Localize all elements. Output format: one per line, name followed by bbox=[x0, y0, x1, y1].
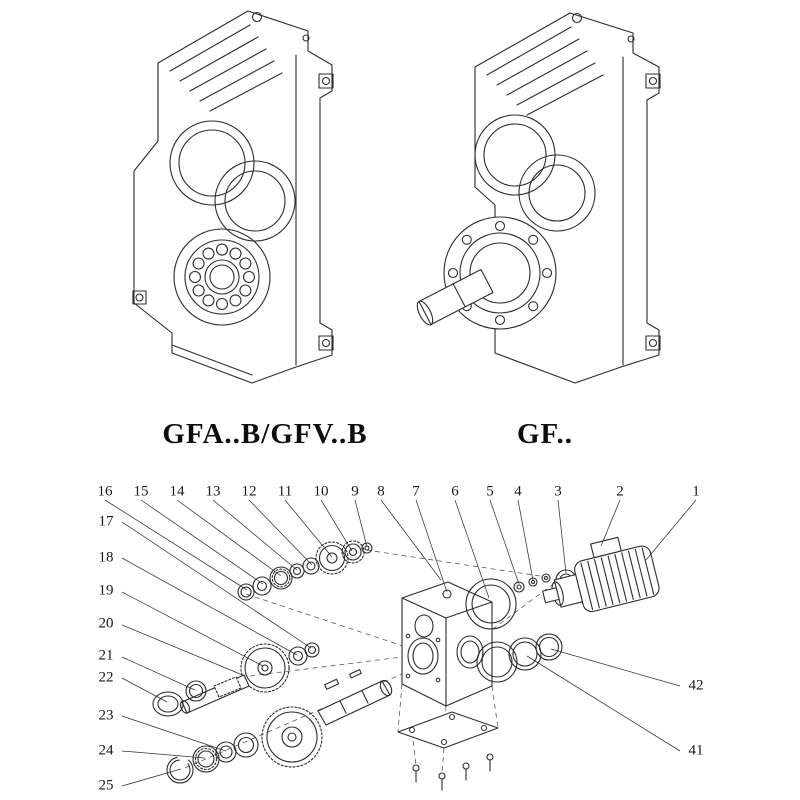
part-number-4: 4 bbox=[514, 483, 522, 500]
part-number-13: 13 bbox=[205, 483, 221, 500]
part-number-9: 9 bbox=[351, 483, 359, 500]
part-number-16: 16 bbox=[97, 483, 113, 500]
part-number-15: 15 bbox=[133, 483, 149, 500]
gearbox-gf-line-art bbox=[416, 12, 661, 384]
motor-unit bbox=[542, 536, 660, 613]
part-number-23: 23 bbox=[98, 707, 114, 724]
part-number-22: 22 bbox=[98, 669, 114, 686]
gearbox-gfab-line-art bbox=[132, 10, 334, 384]
part-number-17: 17 bbox=[98, 513, 114, 530]
part-number-20: 20 bbox=[98, 615, 114, 632]
part-number-7: 7 bbox=[412, 483, 420, 500]
base-gasket-and-bolts bbox=[397, 711, 499, 791]
exploded-parts bbox=[152, 536, 660, 791]
part-number-18: 18 bbox=[98, 549, 114, 566]
gearbox-drawing-gf bbox=[416, 12, 661, 384]
part-number-19: 19 bbox=[98, 582, 114, 599]
gearbox-drawing-gfab bbox=[132, 10, 334, 384]
exploded-parts-diagram bbox=[104, 499, 697, 791]
part-number-10: 10 bbox=[313, 483, 329, 500]
part-number-8: 8 bbox=[377, 483, 385, 500]
part-number-25: 25 bbox=[98, 777, 114, 794]
part-number-11: 11 bbox=[277, 483, 293, 500]
model-label-gf: GF.. bbox=[516, 418, 574, 450]
part-number-12: 12 bbox=[241, 483, 257, 500]
part-number-1: 1 bbox=[692, 483, 700, 500]
output-shaft-parts bbox=[166, 669, 393, 784]
part-number-42: 42 bbox=[688, 677, 704, 694]
gear-housing bbox=[401, 581, 493, 707]
part-number-24: 24 bbox=[98, 742, 114, 759]
intermediate-shaft-parts bbox=[152, 642, 320, 717]
input-shaft-parts bbox=[237, 540, 373, 601]
part-number-14: 14 bbox=[169, 483, 185, 500]
leader-lines bbox=[104, 499, 697, 787]
model-label-gfab: GFA..B/GFV..B bbox=[162, 418, 368, 450]
part-number-5: 5 bbox=[486, 483, 494, 500]
part-number-2: 2 bbox=[616, 483, 624, 500]
part-number-6: 6 bbox=[451, 483, 459, 500]
part-number-21: 21 bbox=[98, 647, 114, 664]
part-number-3: 3 bbox=[554, 483, 562, 500]
part-number-41: 41 bbox=[688, 742, 704, 759]
